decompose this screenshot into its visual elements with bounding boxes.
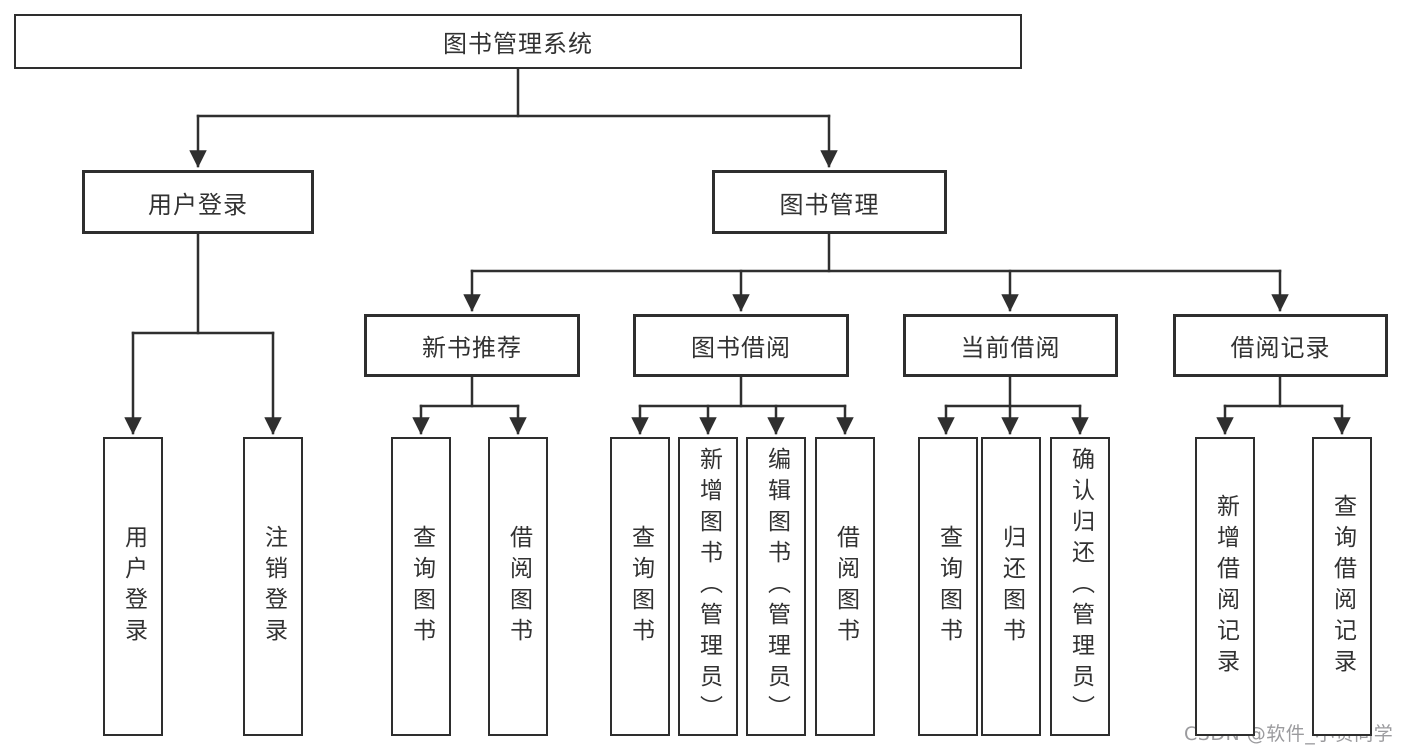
- node-book-management: 图书管理: [712, 170, 947, 234]
- node-label: 编辑图书（管理员）: [763, 447, 790, 726]
- connector-root-to-level2: [189, 67, 838, 168]
- node-label: 当前借阅: [960, 334, 1061, 362]
- node-label: 图书管理: [779, 190, 880, 219]
- leaf-borrowing-borrow-book: 借阅图书: [815, 437, 875, 736]
- node-label: 确认归还（管理员）: [1067, 447, 1094, 726]
- node-label: 借阅记录: [1230, 334, 1331, 362]
- node-label: 图书管理系统: [443, 30, 593, 58]
- node-label: 借阅图书: [832, 524, 859, 649]
- node-label: 新书推荐: [422, 334, 522, 362]
- leaf-newbook-query-book: 查询图书: [391, 437, 451, 736]
- leaf-current-return-book: 归还图书: [981, 437, 1041, 736]
- node-user-login: 用户登录: [82, 170, 314, 234]
- node-label: 用户登录: [120, 524, 147, 649]
- node-label: 借阅图书: [505, 524, 532, 649]
- node-book-borrowing: 图书借阅: [633, 314, 849, 377]
- node-label: 图书借阅: [691, 334, 791, 362]
- node-label: 查询借阅记录: [1329, 493, 1356, 680]
- leaf-borrowing-edit-book-admin: 编辑图书（管理员）: [746, 437, 806, 736]
- leaf-current-confirm-return-admin: 确认归还（管理员）: [1050, 437, 1110, 736]
- node-label: 新增图书（管理员）: [695, 447, 722, 726]
- connector-current-borrowing-to-leaves: [937, 375, 1089, 435]
- connector-book-borrowing-to-leaves: [631, 375, 854, 435]
- node-label: 注销登录: [260, 524, 287, 649]
- leaf-current-query-book: 查询图书: [918, 437, 978, 736]
- connector-borrowing-records-to-leaves: [1216, 375, 1351, 435]
- connector-new-book-to-leaves: [412, 375, 527, 435]
- node-label: 用户登录: [148, 190, 248, 219]
- leaf-borrowing-query-book: 查询图书: [610, 437, 670, 736]
- node-label: 新增借阅记录: [1212, 493, 1239, 680]
- leaf-borrowing-add-book-admin: 新增图书（管理员）: [678, 437, 738, 736]
- node-label: 归还图书: [998, 524, 1025, 649]
- leaf-newbook-borrow-book: 借阅图书: [488, 437, 548, 736]
- node-label: 查询图书: [408, 524, 435, 649]
- connector-user-login-to-leaves: [124, 232, 282, 435]
- node-current-borrowing: 当前借阅: [903, 314, 1118, 377]
- leaf-records-add-borrow-record: 新增借阅记录: [1195, 437, 1255, 736]
- node-new-book-recommendation: 新书推荐: [364, 314, 580, 377]
- node-borrowing-records: 借阅记录: [1173, 314, 1388, 377]
- leaf-records-query-borrow-record: 查询借阅记录: [1312, 437, 1372, 736]
- connector-book-management-to-level3: [463, 232, 1289, 312]
- node-label: 查询图书: [935, 524, 962, 649]
- node-label: 查询图书: [627, 524, 654, 649]
- leaf-user-login: 用户登录: [103, 437, 163, 736]
- node-library-system: 图书管理系统: [14, 14, 1022, 69]
- leaf-logout-login: 注销登录: [243, 437, 303, 736]
